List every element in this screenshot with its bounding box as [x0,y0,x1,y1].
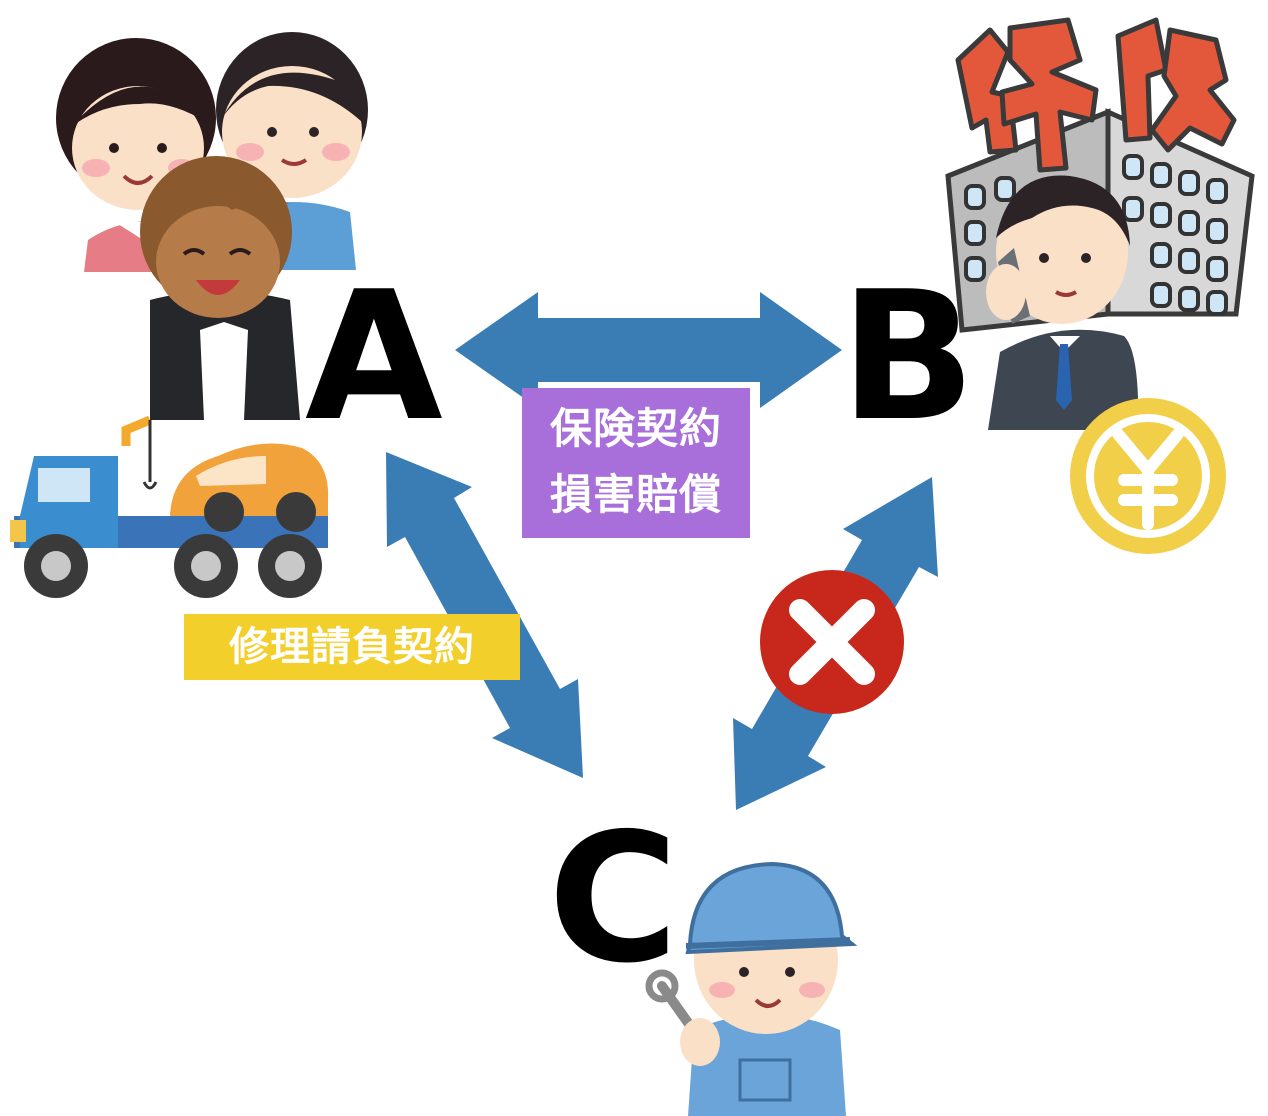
tow-truck-icon [10,415,329,598]
node-c-label: C [548,795,679,1002]
insurance-contract-text: 保険契約 [549,404,722,453]
arrow-a-b [455,292,842,408]
node-b-label: B [840,253,976,460]
insurance-relation-label: 保険契約 損害賠償 [522,388,750,538]
family-icon [56,32,368,420]
label-ab-background [522,388,750,538]
cross-icon [760,570,904,714]
mechanic-icon [645,861,858,1116]
repair-contract-label: 修理請負契約 [229,624,475,670]
node-a-label: A [305,253,443,460]
yen-coin-icon [1070,398,1226,554]
damage-compensation-text: 損害賠償 [549,470,722,519]
label-ac-background [184,614,520,680]
businessman-phone-icon [986,175,1139,430]
